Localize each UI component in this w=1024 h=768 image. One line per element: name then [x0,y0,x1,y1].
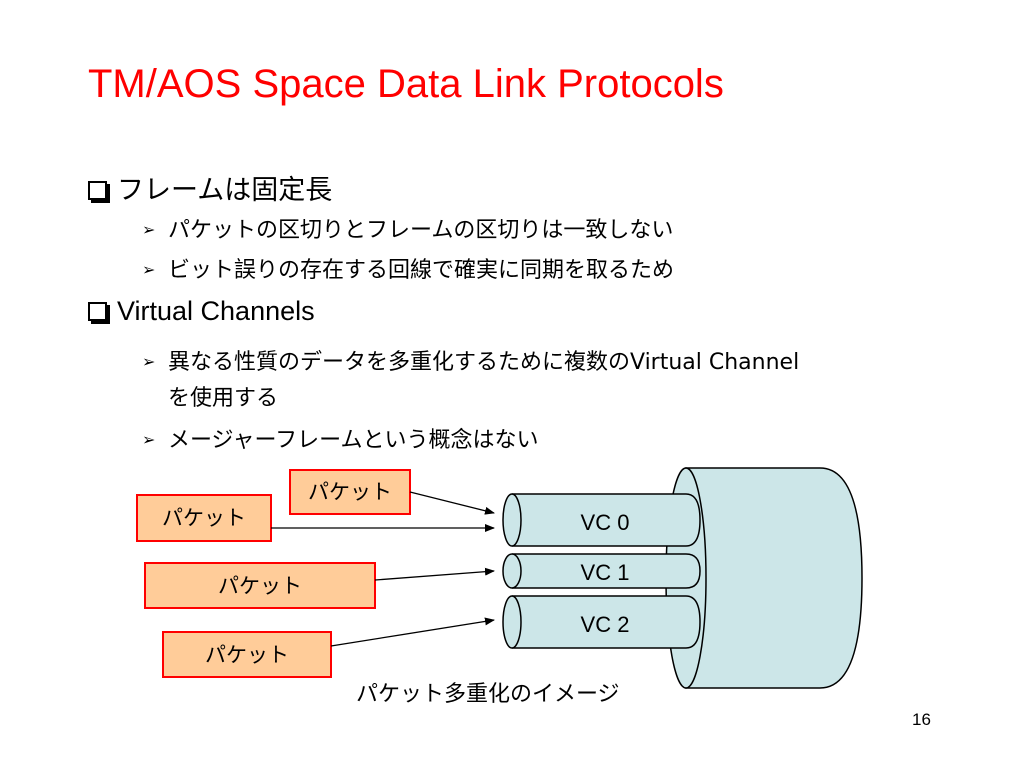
packet-box [144,562,376,609]
sub-bullet-continuation: を使用する [168,386,279,411]
vc1-label: VC 1 [581,560,630,585]
packet-box [289,469,411,515]
slide-title: TM/AOS Space Data Link Protocols [88,62,724,106]
bullet-text: Virtual Channels [117,296,315,326]
outer-cylinder-body [685,467,863,689]
arrow-bullet-icon: ➢ [142,260,156,279]
arrow-line [409,491,495,515]
packet-box [162,631,332,678]
packet-box [136,494,272,542]
packet-label: パケット [308,480,392,504]
page-number: 16 [912,710,931,729]
sub-bullet: ➢ ビット誤りの存在する回線で確実に同期を取るため [142,252,674,284]
sub-bullet: ➢ 異なる性質のデータを多重化するために複数のVirtual Channel [142,344,799,376]
bullet-virtual-channels: Virtual Channels [88,296,315,327]
arrow-line [374,567,495,581]
bullet-text: フレームは固定長 [117,175,333,206]
arrow-bullet-icon: ➢ [142,430,156,449]
arrow-line [330,617,495,647]
vc1-pipe [512,553,701,589]
vc0-pipe-end [502,493,522,547]
vc2-pipe-end [502,595,522,649]
sub-bullet-text: ビット誤りの存在する回線で確実に同期を取るため [168,258,675,283]
packet-label: パケット [205,643,289,667]
sub-bullet-text: メージャーフレームという概念はない [168,428,539,453]
arrow-bullet-icon: ➢ [142,220,156,239]
vc1-pipe-end [502,553,522,589]
sub-bullet: ➢ メージャーフレームという概念はない [142,422,538,454]
vc0-pipe [512,493,701,547]
arrow-bullet-icon: ➢ [142,352,156,371]
diagram-caption: パケット多重化のイメージ [356,682,620,707]
vc2-pipe [512,595,701,649]
vc0-label: VC 0 [581,510,630,535]
vc2-label: VC 2 [581,612,630,637]
sub-bullet-text: パケットの区切りとフレームの区切りは一致しない [168,218,674,243]
sub-bullet: ➢ パケットの区切りとフレームの区切りは一致しない [142,212,673,244]
checkbox-bullet-icon [88,302,107,321]
bullet-fixed-length: フレームは固定長 [88,168,332,207]
packet-label: パケット [162,506,246,530]
packet-label: パケット [218,574,302,598]
checkbox-bullet-icon [88,181,107,200]
sub-bullet-text: 異なる性質のデータを多重化するために複数のVirtual Channel [168,350,800,375]
